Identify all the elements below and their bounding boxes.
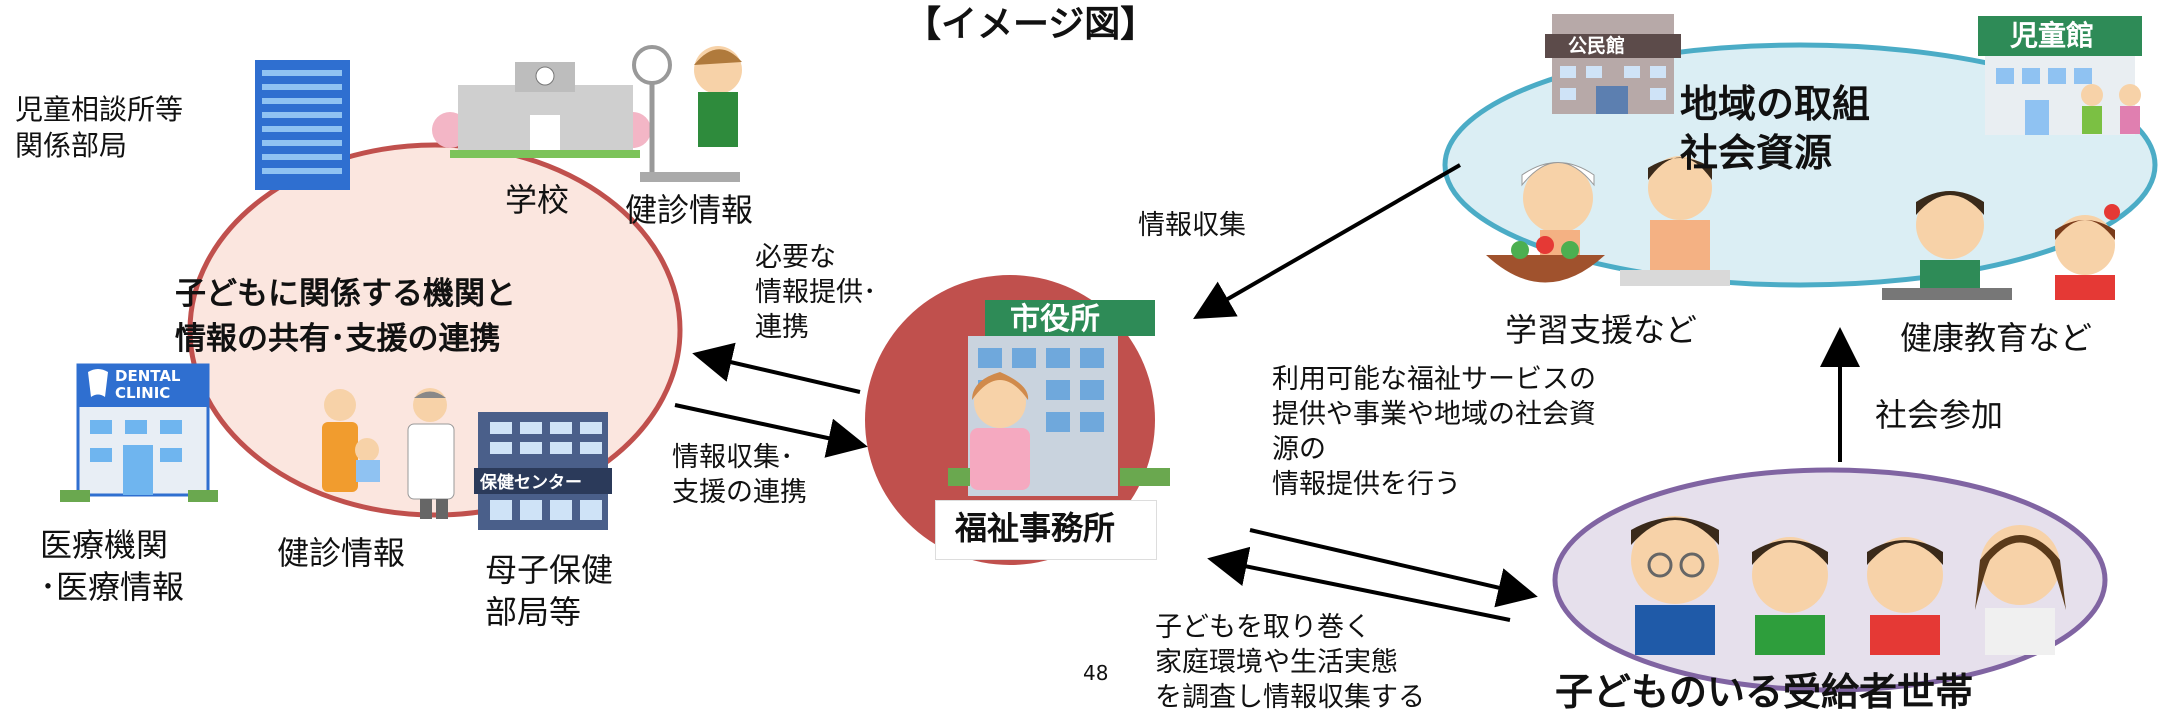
study-support-label: 学習支援など xyxy=(1505,311,1698,349)
school-building-icon xyxy=(432,62,651,158)
info-collect-label: 情報収集 xyxy=(1138,210,1246,241)
page-number: 48 xyxy=(1083,661,1109,685)
health-education-label: 健康教育など xyxy=(1900,319,2093,357)
city-hall-icon xyxy=(948,300,1170,496)
family-members-icon xyxy=(1631,516,2066,655)
health-education-icon xyxy=(1882,191,2120,300)
right-group-heading: 地域の取組 社会資源 xyxy=(1680,82,1871,176)
study-support-icon xyxy=(1486,156,1730,286)
city-hall-sign: 市役所 xyxy=(1010,302,1100,337)
dental-clinic-sign: DENTAL CLINIC xyxy=(115,367,181,402)
left-group-heading: 子どもに関係する機関と 情報の共有･支援の連携 xyxy=(175,276,516,357)
childrens-hall-icon xyxy=(1978,16,2142,135)
household-label: 子どものいる受給者世帯 xyxy=(1555,670,1974,714)
health-center-icon xyxy=(474,412,612,530)
survey-label: 子どもを取り巻く 家庭環境や生活実態 を調査し情報収集する xyxy=(1155,612,1425,714)
collect-support-label: 情報収集･ 支援の連携 xyxy=(672,442,807,509)
arrow-community-to-office xyxy=(1193,163,1461,319)
service-info-label: 利用可能な福祉サービスの 提供や事業や地域の社会資 源の 情報提供を行う xyxy=(1272,364,1596,501)
arrow-household-to-office xyxy=(1207,546,1511,622)
provide-info-label: 必要な 情報提供･ 連携 xyxy=(755,242,877,344)
mother-and-doctor-icon xyxy=(322,388,455,519)
school-checkup-label: 健診情報 xyxy=(625,191,754,229)
arrow-office-to-household xyxy=(1249,528,1538,608)
office-building-icon xyxy=(255,60,350,190)
welfare-office-label-box xyxy=(935,500,1157,560)
child-on-scale-icon xyxy=(632,45,742,182)
page-title: 【イメージ図】 xyxy=(905,4,1157,45)
medical-label: 医療機関 ･医療情報 xyxy=(40,526,185,606)
arrow-office-to-agencies xyxy=(692,342,861,394)
social-participation-label: 社会参加 xyxy=(1875,396,2004,434)
school-label: 学校 xyxy=(505,181,570,219)
health-center-sign: 保健センター xyxy=(480,473,582,493)
community-hall-icon xyxy=(1545,14,1681,114)
dental-clinic-icon xyxy=(60,363,218,502)
maternal-health-label: 母子保健 部局等 xyxy=(485,551,614,631)
childrens-hall-sign: 児童館 xyxy=(2010,19,2095,52)
child-guidance-label: 児童相談所等 関係部局 xyxy=(15,93,184,163)
community-hall-sign: 公民館 xyxy=(1568,35,1626,57)
arrow-agencies-to-office xyxy=(674,403,868,458)
clinic-checkup-label: 健診情報 xyxy=(277,534,406,572)
welfare-office-label: 福祉事務所 xyxy=(955,509,1116,547)
